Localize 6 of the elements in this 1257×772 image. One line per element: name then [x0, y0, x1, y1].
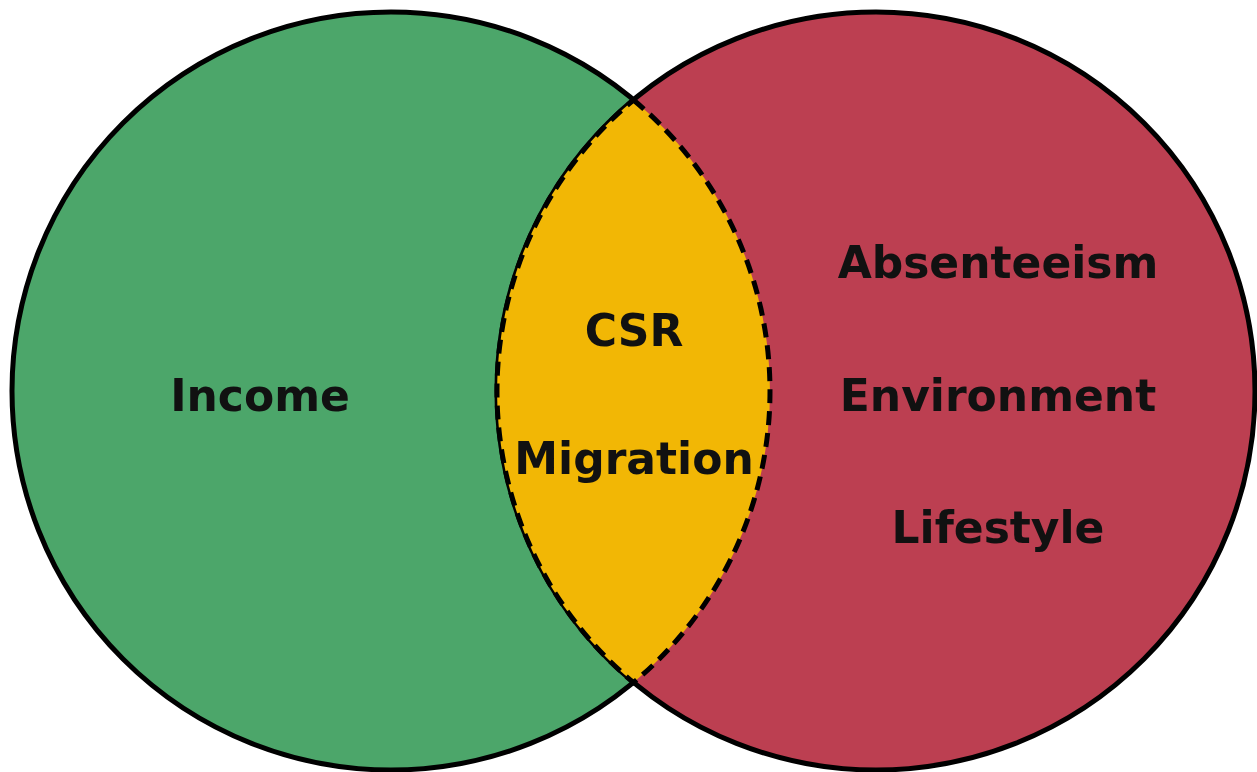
category-label: Absenteeism — [837, 236, 1159, 288]
category-label: Migration — [514, 432, 754, 484]
category-label: CSR — [584, 304, 684, 356]
category-label: Lifestyle — [891, 501, 1105, 553]
category-label: Income — [170, 369, 350, 421]
category-label: Environment — [839, 369, 1157, 421]
